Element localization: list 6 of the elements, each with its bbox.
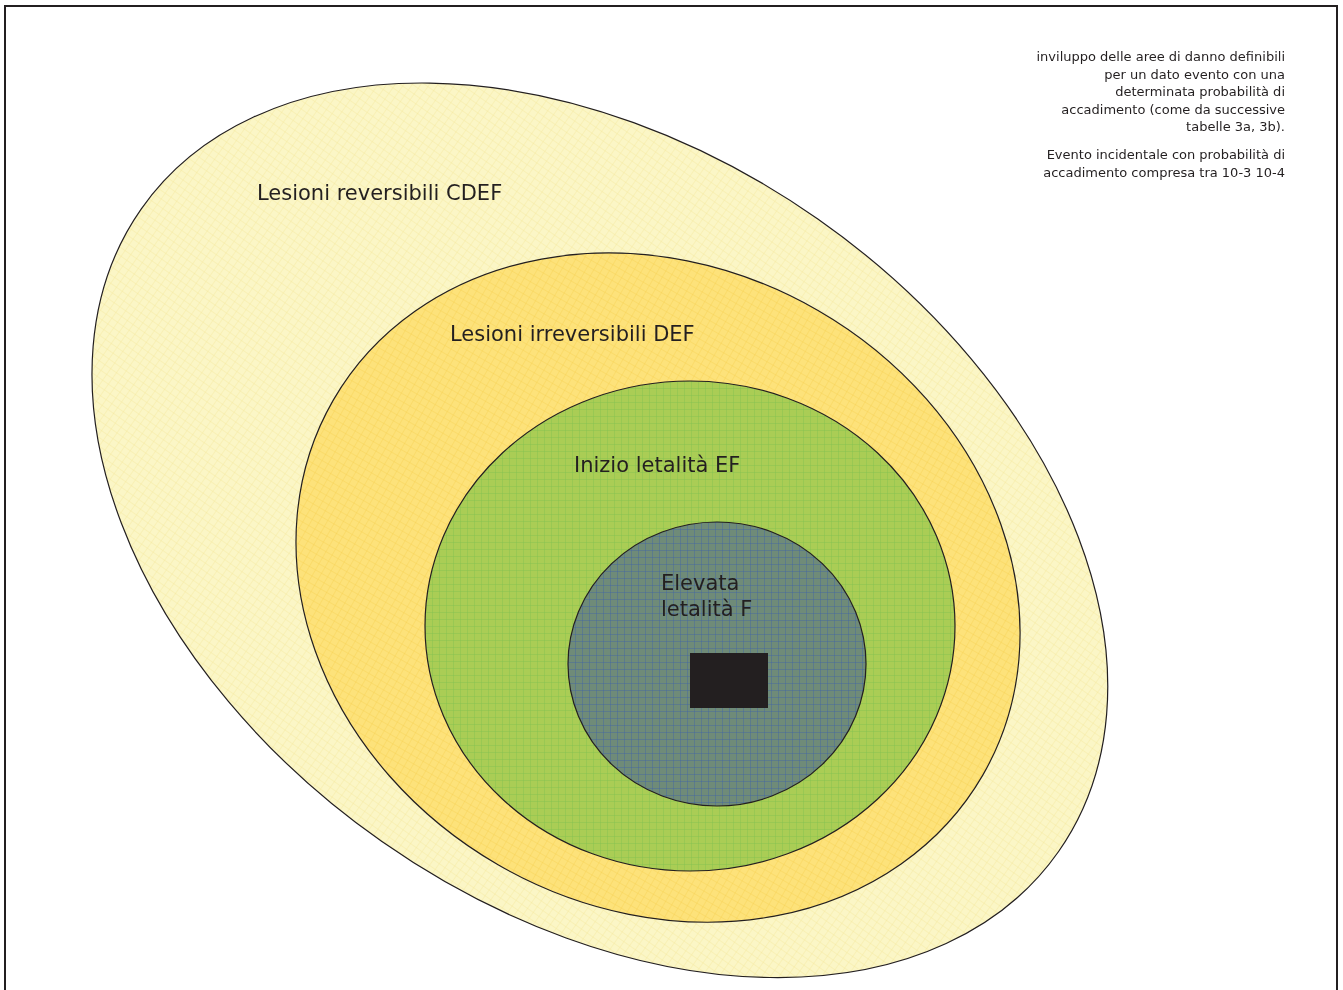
zone-label: Inizio letalità EF bbox=[574, 452, 741, 478]
zone-label: Lesioni reversibili CDEF bbox=[257, 180, 503, 206]
note-text: inviluppo delle aree di danno definibili per un dato evento con una determinata probabilità di accadimento (come da successive tabelle 3a, 3b). bbox=[1035, 48, 1285, 136]
zone-label: Elevata letalità F bbox=[661, 570, 754, 622]
zone-label: Lesioni irreversibili DEF bbox=[450, 321, 695, 347]
note-text: Evento incidentale con probabilità di accadimento compresa tra 10-3 10-4 bbox=[1042, 146, 1285, 182]
